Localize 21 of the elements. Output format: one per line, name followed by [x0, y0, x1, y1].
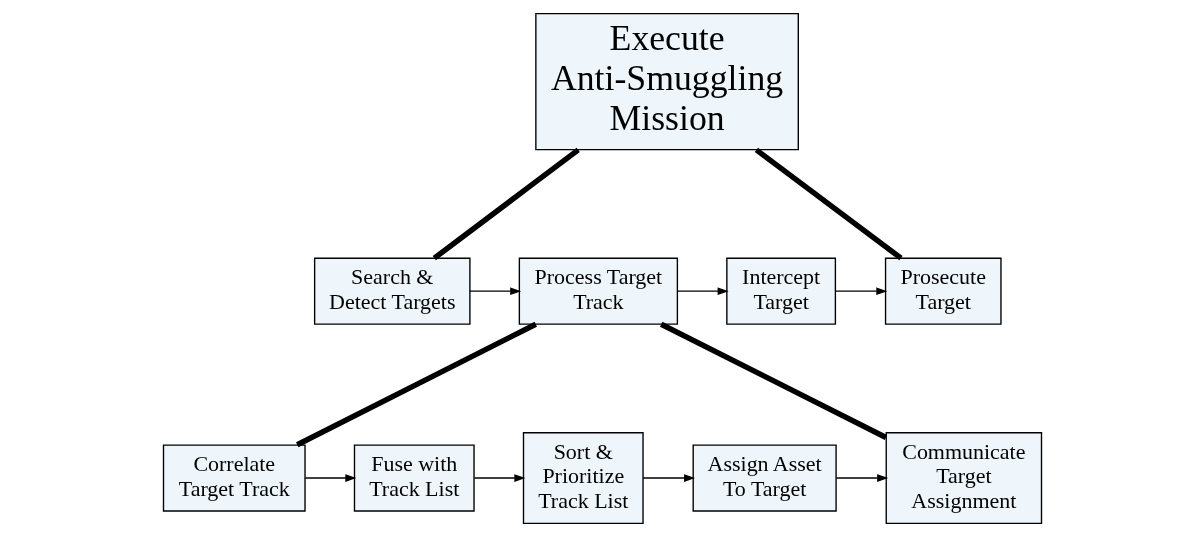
arrow: [834, 287, 887, 296]
arrow: [304, 474, 356, 482]
arrow: [473, 474, 525, 482]
connector: [754, 147, 903, 261]
node-box: Correlate Target Track: [162, 444, 306, 512]
connector: [659, 321, 887, 440]
arrow: [468, 287, 521, 296]
node-box: Prosecute Target: [884, 257, 1002, 325]
arrow: [641, 474, 695, 482]
arrow: [835, 474, 888, 482]
node-box: Assign Asset To Target: [692, 444, 837, 512]
connector: [295, 321, 537, 448]
node-box: Communicate Target Assignment: [885, 432, 1042, 525]
node-box: Sort & Prioritize Track List: [522, 432, 644, 525]
node-box: Search & Detect Targets: [313, 257, 471, 325]
node-box: Fuse with Track List: [353, 444, 475, 512]
arrow: [676, 287, 729, 296]
node-box: Execute Anti-Smuggling Mission: [534, 12, 799, 151]
connector: [432, 147, 580, 261]
node-box: Process Target Track: [518, 257, 678, 325]
node-box: Intercept Target: [725, 257, 836, 325]
